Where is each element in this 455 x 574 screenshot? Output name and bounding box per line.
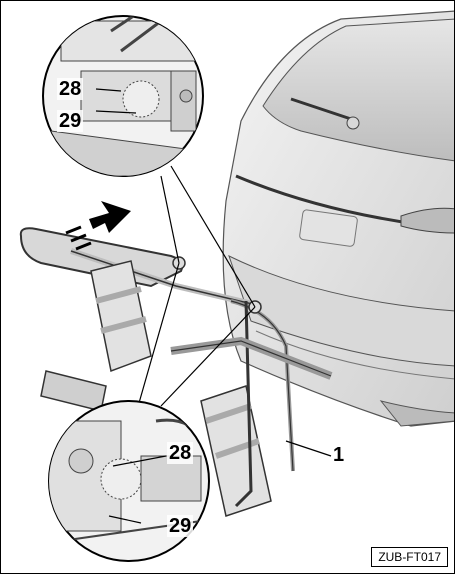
rear-wiper: [290, 97, 352, 121]
callout-28-bottom: 28: [167, 442, 194, 464]
callout-28-top: 28: [57, 78, 84, 100]
carrier-leader-line: [285, 440, 332, 457]
rear-window: [262, 18, 454, 162]
detail-leader-lines: [138, 165, 332, 457]
light-bar: [40, 370, 107, 412]
rear-bumper: [228, 255, 454, 367]
bike-carrier: [19, 227, 333, 517]
figure-reference-code: ZUB-FT017: [371, 547, 448, 567]
direction-arrow-icon: [65, 201, 131, 251]
callout-1-bike-carrier: 1: [333, 444, 345, 466]
callout-29-top: 29: [57, 110, 84, 132]
detail-circle-bottom: [48, 400, 210, 562]
tail-light: [400, 207, 454, 234]
license-plate-recess: [299, 209, 358, 247]
car-rear: [222, 10, 454, 427]
callout-29-bottom: 29: [167, 515, 194, 537]
